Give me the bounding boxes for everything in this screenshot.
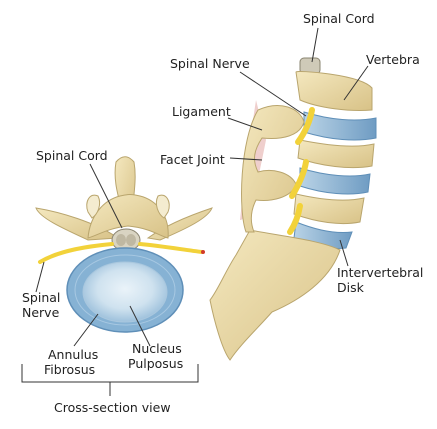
label-intervertebral-line2: Disk xyxy=(337,280,364,295)
label-annulus-line2: Fibrosus xyxy=(44,362,96,377)
leader-annulus xyxy=(73,313,99,347)
lateral-spine-illustration xyxy=(209,57,377,361)
nucleus-pulposus xyxy=(82,261,168,323)
leader-spinal-nerve-side xyxy=(239,71,307,117)
label-intervertebral-line1: Intervertebral xyxy=(337,265,424,280)
leader-vertebra xyxy=(343,65,369,101)
label-spinal-cord-side: Spinal Cord xyxy=(303,11,375,26)
facet-left xyxy=(86,194,101,219)
leader-spinal-nerve-cross xyxy=(35,261,45,293)
label-annulus-line1: Annulus xyxy=(48,347,99,362)
label-nucleus-line1: Nucleus xyxy=(132,341,182,356)
label-vertebra: Vertebra xyxy=(366,52,420,67)
spinal-nerve-side-3 xyxy=(287,203,303,235)
label-nucleus-line2: Pulposus xyxy=(128,356,184,371)
cross-section-illustration xyxy=(35,156,213,333)
facet-right xyxy=(155,194,170,219)
label-spinal-nerve-side: Spinal Nerve xyxy=(170,56,250,71)
label-nerve-line2: Nerve xyxy=(22,305,60,320)
sacrum xyxy=(209,229,341,361)
spinal-nerve-cross-left xyxy=(38,242,114,264)
label-ligament: Ligament xyxy=(172,104,231,119)
spinal-nerve-cross-right xyxy=(138,242,204,254)
label-facet-joint: Facet Joint xyxy=(160,152,225,167)
label-cross-section-view: Cross-section view xyxy=(54,400,171,415)
label-spinal-line1: Spinal xyxy=(22,290,61,305)
spinal-nerve-side-2 xyxy=(289,159,309,199)
spinal-nerve-side-1 xyxy=(295,107,315,145)
leader-intervertebral-disk xyxy=(339,239,349,267)
leader-ligament xyxy=(227,117,263,131)
leader-lines xyxy=(21,27,369,396)
leader-spinal-cord-cross xyxy=(89,163,123,229)
leader-spinal-cord-side xyxy=(311,27,319,63)
label-spinal-cord-cross: Spinal Cord xyxy=(36,148,108,163)
leader-nucleus xyxy=(129,305,151,347)
facet-joints xyxy=(241,105,305,233)
leader-facet-joint xyxy=(229,157,263,161)
